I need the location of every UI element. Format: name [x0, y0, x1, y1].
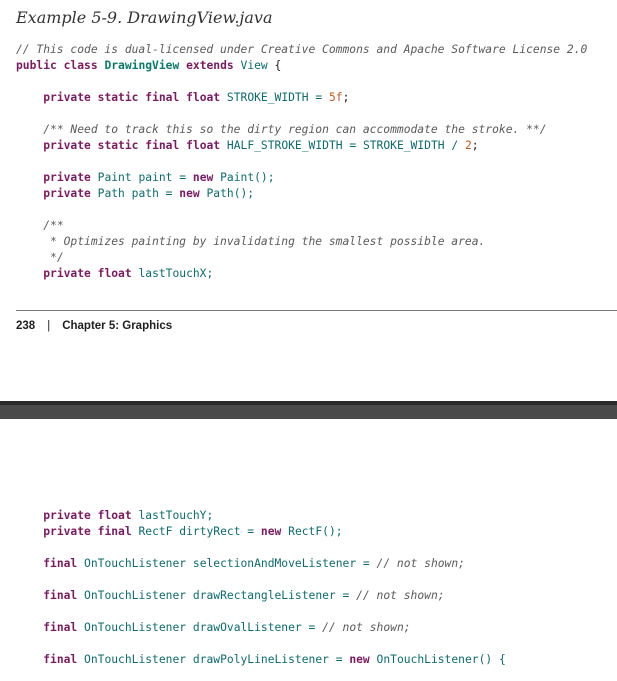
code-line: private float lastTouchX;: [43, 267, 214, 280]
license-comment: // This code is dual-licensed under Crea…: [16, 43, 588, 56]
code-line: private static final float STROKE_WIDTH …: [43, 91, 350, 104]
code-block-page1: // This code is dual-licensed under Crea…: [16, 42, 587, 282]
code-line: private final RectF dirtyRect = new Rect…: [43, 525, 343, 538]
class-name: DrawingView: [104, 59, 180, 72]
code-line: /**: [43, 219, 64, 232]
footer-separator: |: [47, 320, 51, 332]
code-line: public class DrawingView extends View {: [16, 59, 282, 72]
code-line: // This code is dual-licensed under Crea…: [16, 42, 587, 58]
code-line: /** Need to track this so the dirty regi…: [43, 123, 547, 136]
footer-rule: [16, 310, 617, 311]
code-block-page2: private float lastTouchY; private final …: [16, 508, 506, 668]
code-line: private Path path = new Path();: [43, 187, 255, 200]
example-label: Example 5-9.: [16, 8, 123, 27]
page-number: 238: [16, 320, 36, 332]
page-footer: 238 | Chapter 5: Graphics: [16, 320, 172, 332]
code-line: final OnTouchListener drawPolyLineListen…: [43, 653, 506, 666]
code-line: final OnTouchListener selectionAndMoveLi…: [43, 557, 465, 570]
code-line: private static final float HALF_STROKE_W…: [43, 139, 479, 152]
code-line: private Paint paint = new Paint();: [43, 171, 275, 184]
chapter-title: Chapter 5: Graphics: [62, 320, 173, 332]
code-line: * Optimizes painting by invalidating the…: [43, 235, 486, 248]
code-line: private float lastTouchY;: [43, 509, 214, 522]
code-line: */: [43, 251, 64, 264]
code-line: final OnTouchListener drawOvalListener =…: [43, 621, 411, 634]
example-filename: DrawingView.java: [127, 8, 273, 27]
example-caption: Example 5-9. DrawingView.java: [16, 8, 272, 27]
page-break-bar: [0, 401, 617, 419]
page-break-edge: [0, 401, 617, 405]
code-line: final OnTouchListener drawRectangleListe…: [43, 589, 445, 602]
